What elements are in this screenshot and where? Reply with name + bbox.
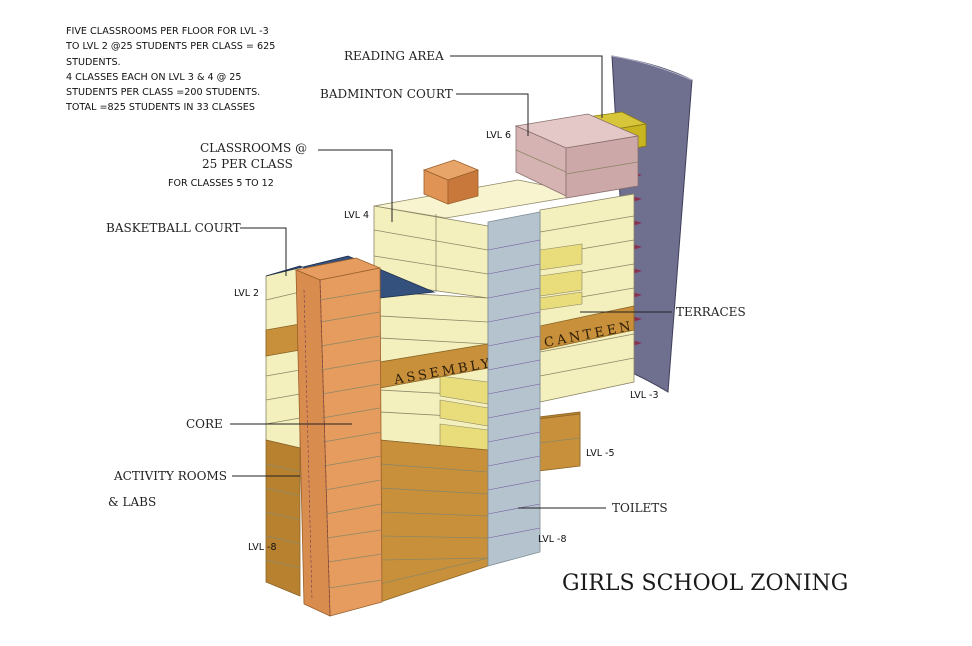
toilets-label: TOILETS [612, 501, 668, 515]
note-line: STUDENTS PER CLASS =200 STUDENTS. [66, 87, 261, 99]
left-wing-assembly-band [265, 323, 301, 357]
terrace-steps-main [439, 375, 489, 451]
activity-rooms-label: ACTIVITY ROOMS [113, 469, 227, 483]
classrooms-label-2: 25 PER CLASS [202, 157, 293, 171]
toilets-floors [487, 239, 541, 539]
diagram-title: GIRLS SCHOOL ZONING [562, 571, 848, 596]
note-line: TO LVL 2 @25 STUDENTS PER CLASS = 625 [66, 41, 276, 53]
stair-head-side [447, 169, 479, 205]
note-line: FIVE CLASSROOMS PER FLOOR FOR LVL -3 [66, 26, 269, 37]
level-label-lvl6: LVL 6 [486, 130, 511, 141]
core-edge-dashes [303, 279, 331, 617]
badminton-leader [456, 93, 529, 136]
level-label-lvl2: LVL 2 [234, 288, 259, 299]
level-label-lvl-m5: LVL -5 [586, 448, 615, 459]
terraces-label: TERRACES [676, 305, 746, 319]
badminton-court-side [565, 135, 639, 199]
left-wing-activity [265, 439, 301, 597]
activity-block-front [379, 439, 489, 603]
left-wing-activity-floors [265, 463, 301, 569]
labs-label: & LABS [108, 495, 156, 509]
level-label-lvl-m8-left: LVL -8 [248, 542, 277, 553]
core-label: CORE [186, 417, 223, 431]
level-label-lvl-m8-right: LVL -8 [538, 534, 567, 545]
basketball-court-label: BASKETBALL COURT [106, 221, 241, 235]
badminton-court-label: BADMINTON COURT [320, 87, 453, 101]
boundary-wall-edge [611, 55, 693, 81]
activity-floors [379, 463, 489, 585]
capacity-notes: FIVE CLASSROOMS PER FLOOR FOR LVL -3 TO … [66, 24, 346, 116]
terrace-steps-right [539, 243, 583, 311]
level-label-lvl-m3: LVL -3 [630, 390, 659, 401]
classrooms-label-3: FOR CLASSES 5 TO 12 [168, 178, 274, 189]
reading-area-label: READING AREA [344, 49, 444, 63]
classrooms-leader [318, 149, 393, 222]
note-line: 4 CLASSES EACH ON LVL 3 & 4 @ 25 [66, 71, 242, 83]
note-line: TOTAL =825 STUDENTS IN 33 CLASSES [66, 102, 255, 114]
classrooms-label-1: CLASSROOMS @ [200, 141, 307, 155]
note-line: STUDENTS. [66, 56, 121, 68]
core-floors [319, 289, 383, 589]
reading-area-leader [450, 55, 603, 118]
basketball-leader [240, 227, 287, 276]
level-label-lvl4: LVL 4 [344, 210, 369, 221]
